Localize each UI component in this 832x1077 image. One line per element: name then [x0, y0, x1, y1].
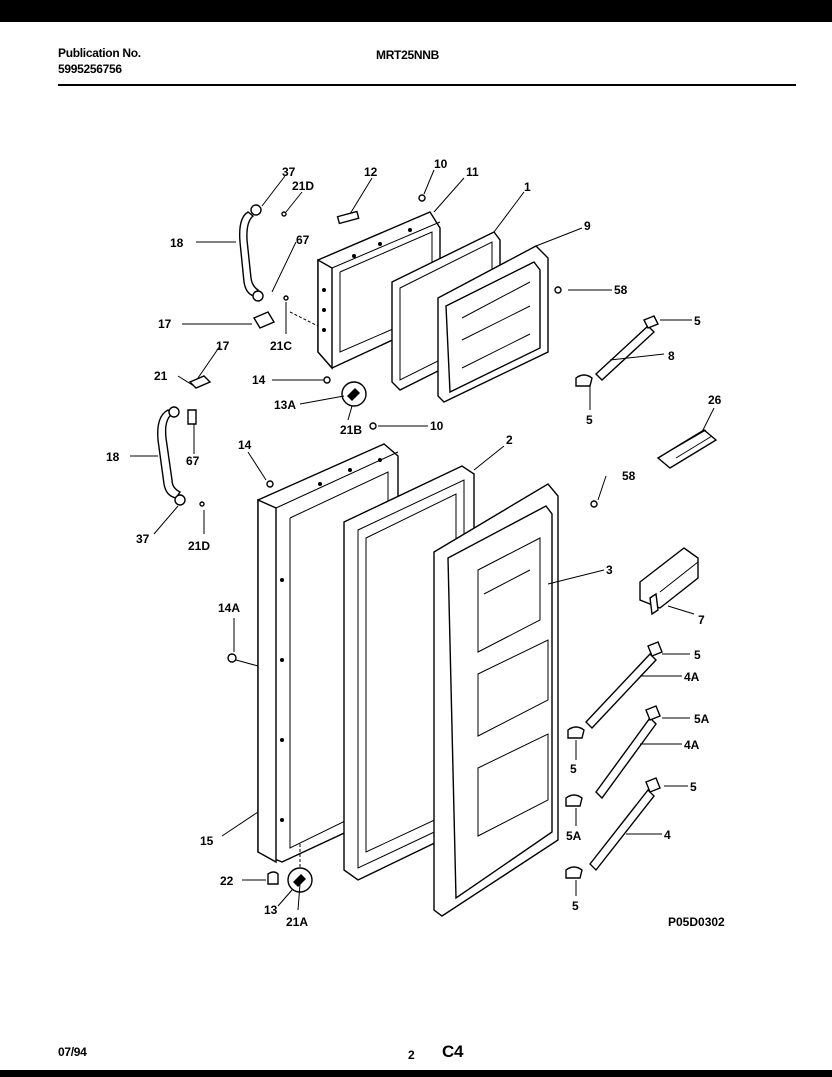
freezer-door-liner — [437, 245, 549, 403]
callout-37b: 37 — [136, 532, 150, 546]
part-14-screw — [323, 376, 331, 384]
callout-67: 67 — [296, 233, 310, 247]
callout-3: 3 — [606, 563, 613, 577]
callout-15: 15 — [200, 834, 214, 848]
part-67b-cap — [187, 409, 197, 425]
callout-13A: 13A — [274, 398, 296, 412]
part-12-nameplate — [336, 210, 360, 225]
freezer-handle — [238, 204, 264, 302]
callout-17b: 17 — [216, 339, 230, 353]
header-rule — [58, 84, 796, 86]
ice-tray — [656, 429, 718, 469]
part-17b-hinge — [188, 375, 212, 389]
callout-8: 8 — [668, 349, 675, 363]
callout-58b: 58 — [622, 469, 636, 483]
part-10-screw — [418, 194, 426, 202]
part-21C-screw — [283, 295, 289, 301]
model-number: MRT25NNB — [376, 48, 439, 62]
part-58-screw — [554, 286, 562, 294]
callout-4: 4 — [664, 828, 671, 842]
part-13A-hinge-bushing — [341, 381, 367, 407]
callout-67b: 67 — [186, 454, 200, 468]
diagram-code: P05D0302 — [668, 915, 725, 929]
callout-21C: 21C — [270, 339, 292, 353]
callout-5A: 5A — [694, 712, 710, 726]
callout-17: 17 — [158, 317, 172, 331]
footer-section: C4 — [442, 1042, 464, 1061]
dairy-compartment-door — [639, 547, 699, 616]
callout-18b: 18 — [106, 450, 120, 464]
callout-4Ab: 4A — [684, 738, 700, 752]
callout-4A: 4A — [684, 670, 700, 684]
door-shelf-bar-4A-upper — [585, 641, 663, 730]
leader-lines — [130, 169, 715, 911]
callout-14b: 14 — [238, 438, 252, 452]
callout-21B: 21B — [340, 423, 362, 437]
door-shelf-bar-4 — [565, 777, 661, 879]
callout-9: 9 — [584, 219, 591, 233]
callout-14: 14 — [252, 373, 266, 387]
callout-2: 2 — [506, 433, 513, 447]
callout-5b: 5 — [586, 413, 593, 427]
callout-5d: 5 — [570, 762, 577, 776]
callout-21: 21 — [154, 369, 168, 383]
callout-5: 5 — [694, 314, 701, 328]
callout-26: 26 — [708, 393, 722, 407]
callout-21A: 21A — [286, 915, 308, 929]
callout-5f: 5 — [572, 899, 579, 913]
fresh-food-handle — [157, 406, 186, 506]
callout-18: 18 — [170, 236, 184, 250]
callout-58: 58 — [614, 283, 628, 297]
callout-14A: 14A — [218, 601, 240, 615]
callout-7: 7 — [698, 613, 705, 627]
callout-10b: 10 — [430, 419, 444, 433]
callout-37: 37 — [282, 165, 296, 179]
publication-label: Publication No. — [58, 46, 141, 60]
callout-22: 22 — [220, 874, 234, 888]
callout-1: 1 — [524, 180, 531, 194]
top-border — [0, 0, 832, 22]
part-22-cap — [267, 871, 279, 885]
part-10b-screw — [369, 422, 377, 430]
footer-page-number: 2 — [408, 1048, 415, 1062]
callout-13: 13 — [264, 903, 278, 917]
callout-5e: 5 — [690, 780, 697, 794]
part-17-hinge — [252, 311, 276, 329]
callout-5c: 5 — [694, 648, 701, 662]
bottom-border — [0, 1070, 832, 1077]
fresh-food-door-liner — [433, 483, 559, 917]
part-58b-screw — [590, 500, 598, 508]
callout-12: 12 — [364, 165, 378, 179]
callout-21Db: 21D — [188, 539, 210, 553]
callout-10: 10 — [434, 157, 448, 171]
callout-11: 11 — [466, 165, 479, 179]
part-13-hinge-bushing — [287, 867, 313, 893]
freezer-shelf-bar — [575, 315, 659, 387]
part-21D-screw — [281, 211, 287, 217]
callout-labels: 37 21D 12 10 11 1 9 18 67 58 17 21C 5 8 … — [106, 157, 725, 929]
callout-5Ab: 5A — [566, 829, 582, 843]
publication-number: 5995256756 — [58, 62, 122, 76]
part-21D-lower-screw — [199, 501, 205, 507]
part-14A-plug — [227, 653, 237, 663]
part-14b-screw — [266, 480, 274, 488]
door-shelf-bar-4A-lower — [567, 705, 661, 800]
footer-date: 07/94 — [58, 1045, 87, 1059]
callout-21D: 21D — [292, 179, 314, 193]
